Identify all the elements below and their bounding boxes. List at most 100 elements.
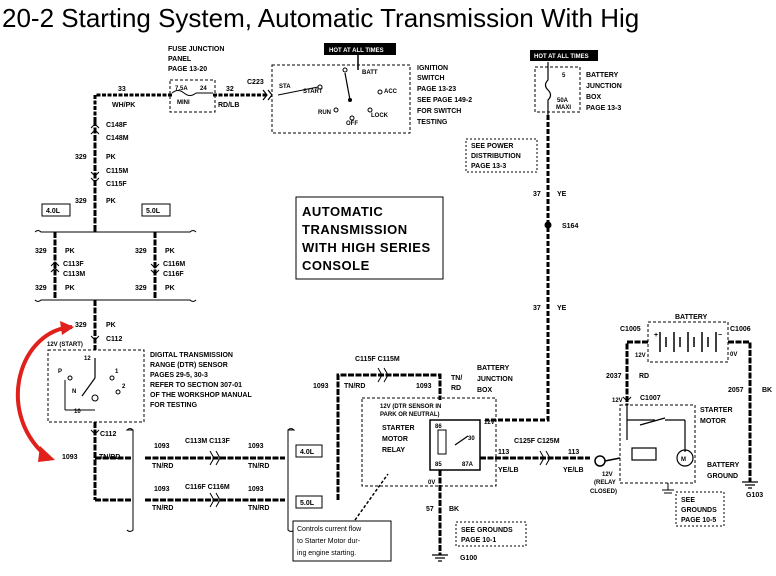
svg-text:PK: PK — [106, 154, 116, 161]
svg-text:1093: 1093 — [154, 486, 170, 493]
svg-text:RD/LB: RD/LB — [218, 102, 239, 109]
svg-text:C113M C113F: C113M C113F — [185, 438, 230, 445]
svg-text:N: N — [72, 389, 76, 395]
svg-text:C148M: C148M — [106, 135, 129, 142]
svg-text:M: M — [681, 457, 686, 463]
svg-text:1093: 1093 — [62, 454, 78, 461]
svg-text:WITH HIGH SERIES: WITH HIGH SERIES — [302, 240, 431, 255]
svg-text:329: 329 — [75, 198, 87, 205]
svg-text:C223: C223 — [247, 79, 264, 86]
svg-text:2: 2 — [122, 384, 126, 390]
fuse-panel-label-3: PAGE 13-20 — [168, 66, 207, 73]
svg-text:2057: 2057 — [728, 387, 744, 394]
svg-text:C112: C112 — [100, 431, 116, 438]
svg-text:C1006: C1006 — [730, 326, 751, 333]
fuse-symbol — [171, 90, 197, 96]
svg-text:HOT AT ALL TIMES: HOT AT ALL TIMES — [329, 48, 384, 54]
red-curved-arrow — [15, 325, 73, 457]
svg-text:5: 5 — [562, 73, 566, 79]
svg-text:BATT: BATT — [362, 70, 378, 76]
bjb-top-box — [534, 66, 581, 113]
svg-text:12V: 12V — [484, 420, 495, 426]
svg-text:PAGE 10-1: PAGE 10-1 — [461, 537, 496, 544]
svg-text:TN/RD: TN/RD — [248, 463, 269, 470]
svg-text:1093: 1093 — [248, 486, 264, 493]
svg-text:PAGE 13-3: PAGE 13-3 — [471, 163, 506, 170]
svg-text:PK: PK — [65, 285, 75, 292]
svg-text:RELAY: RELAY — [382, 447, 405, 454]
svg-text:TN/RD: TN/RD — [152, 463, 173, 470]
svg-text:1: 1 — [115, 369, 119, 375]
bjb-relay-box — [361, 397, 497, 487]
fuse-type: MINI — [177, 100, 190, 106]
wire-1093-relay — [336, 373, 442, 500]
svg-text:37: 37 — [533, 191, 541, 198]
svg-text:(RELAY: (RELAY — [594, 480, 616, 486]
svg-text:G103: G103 — [746, 492, 763, 499]
svg-text:113: 113 — [498, 449, 509, 456]
starter-solenoid — [626, 405, 686, 461]
svg-text:SWITCH: SWITCH — [417, 75, 445, 82]
fuse-number: 24 — [200, 86, 207, 92]
svg-text:4.0L: 4.0L — [46, 208, 61, 215]
svg-text:BATTERY: BATTERY — [586, 72, 619, 79]
svg-text:10: 10 — [74, 409, 81, 415]
svg-text:57: 57 — [426, 506, 434, 513]
svg-text:PK: PK — [165, 248, 175, 255]
svg-text:85: 85 — [435, 462, 442, 468]
svg-text:329: 329 — [135, 285, 147, 292]
ignition-switch-box — [271, 64, 411, 134]
svg-text:RD: RD — [639, 373, 649, 380]
svg-text:PK: PK — [165, 285, 175, 292]
svg-text:BK: BK — [762, 387, 772, 394]
svg-text:ing engine starting.: ing engine starting. — [297, 550, 356, 557]
svg-text:GROUND: GROUND — [707, 473, 738, 480]
svg-text:86: 86 — [435, 424, 442, 430]
wire-2057 — [728, 340, 752, 482]
svg-text:PK: PK — [106, 198, 116, 205]
fuse-panel-box — [169, 79, 216, 113]
svg-text:113: 113 — [568, 449, 579, 456]
svg-text:12V (START): 12V (START) — [47, 342, 83, 348]
svg-text:329: 329 — [35, 248, 47, 255]
svg-text:−: − — [718, 332, 722, 339]
svg-text:TN/RD: TN/RD — [248, 505, 269, 512]
automatic-transmission-label-box — [295, 196, 444, 280]
svg-text:C115F: C115F — [106, 181, 127, 188]
svg-text:CLOSED): CLOSED) — [590, 489, 617, 495]
svg-text:329: 329 — [135, 248, 147, 255]
svg-text:PAGE 13-3: PAGE 13-3 — [586, 105, 621, 112]
svg-text:C115M: C115M — [106, 168, 128, 175]
svg-text:PAGE 10-5: PAGE 10-5 — [681, 517, 716, 524]
hot-at-all-times-badge-2 — [530, 50, 598, 61]
svg-text:HOT AT ALL TIMES: HOT AT ALL TIMES — [534, 54, 589, 60]
svg-text:37: 37 — [533, 305, 541, 312]
svg-text:P: P — [58, 369, 62, 375]
engine-option-40-bottom — [295, 444, 323, 458]
svg-text:BATTERY: BATTERY — [477, 365, 510, 372]
dtr-sensor-box — [47, 349, 145, 423]
svg-text:SEE: SEE — [681, 497, 695, 504]
svg-text:RUN: RUN — [318, 110, 331, 116]
svg-text:1093: 1093 — [313, 383, 329, 390]
svg-text:TN/RD: TN/RD — [152, 505, 173, 512]
svg-text:TRANSMISSION: TRANSMISSION — [302, 222, 408, 237]
svg-text:87A: 87A — [462, 462, 474, 468]
svg-text:GROUNDS: GROUNDS — [681, 507, 717, 514]
splice-s164 — [544, 221, 552, 229]
engine-option-40-top — [41, 203, 71, 217]
svg-text:C148F: C148F — [106, 122, 128, 129]
svg-text:WH/PK: WH/PK — [112, 102, 135, 109]
fuse-value: 7.5A — [175, 86, 188, 92]
svg-text:C125F C125M: C125F C125M — [514, 438, 560, 445]
svg-text:PARK OR NEUTRAL): PARK OR NEUTRAL) — [380, 412, 440, 418]
see-grounds-left-box — [455, 521, 527, 547]
motor-symbol — [676, 449, 694, 467]
svg-text:G100: G100 — [460, 555, 477, 562]
svg-text:C116F: C116F — [163, 271, 184, 278]
svg-text:C116M: C116M — [163, 261, 185, 268]
battery-cells — [659, 332, 717, 352]
svg-text:STARTER: STARTER — [700, 407, 733, 414]
svg-text:SEE GROUNDS: SEE GROUNDS — [461, 527, 513, 534]
